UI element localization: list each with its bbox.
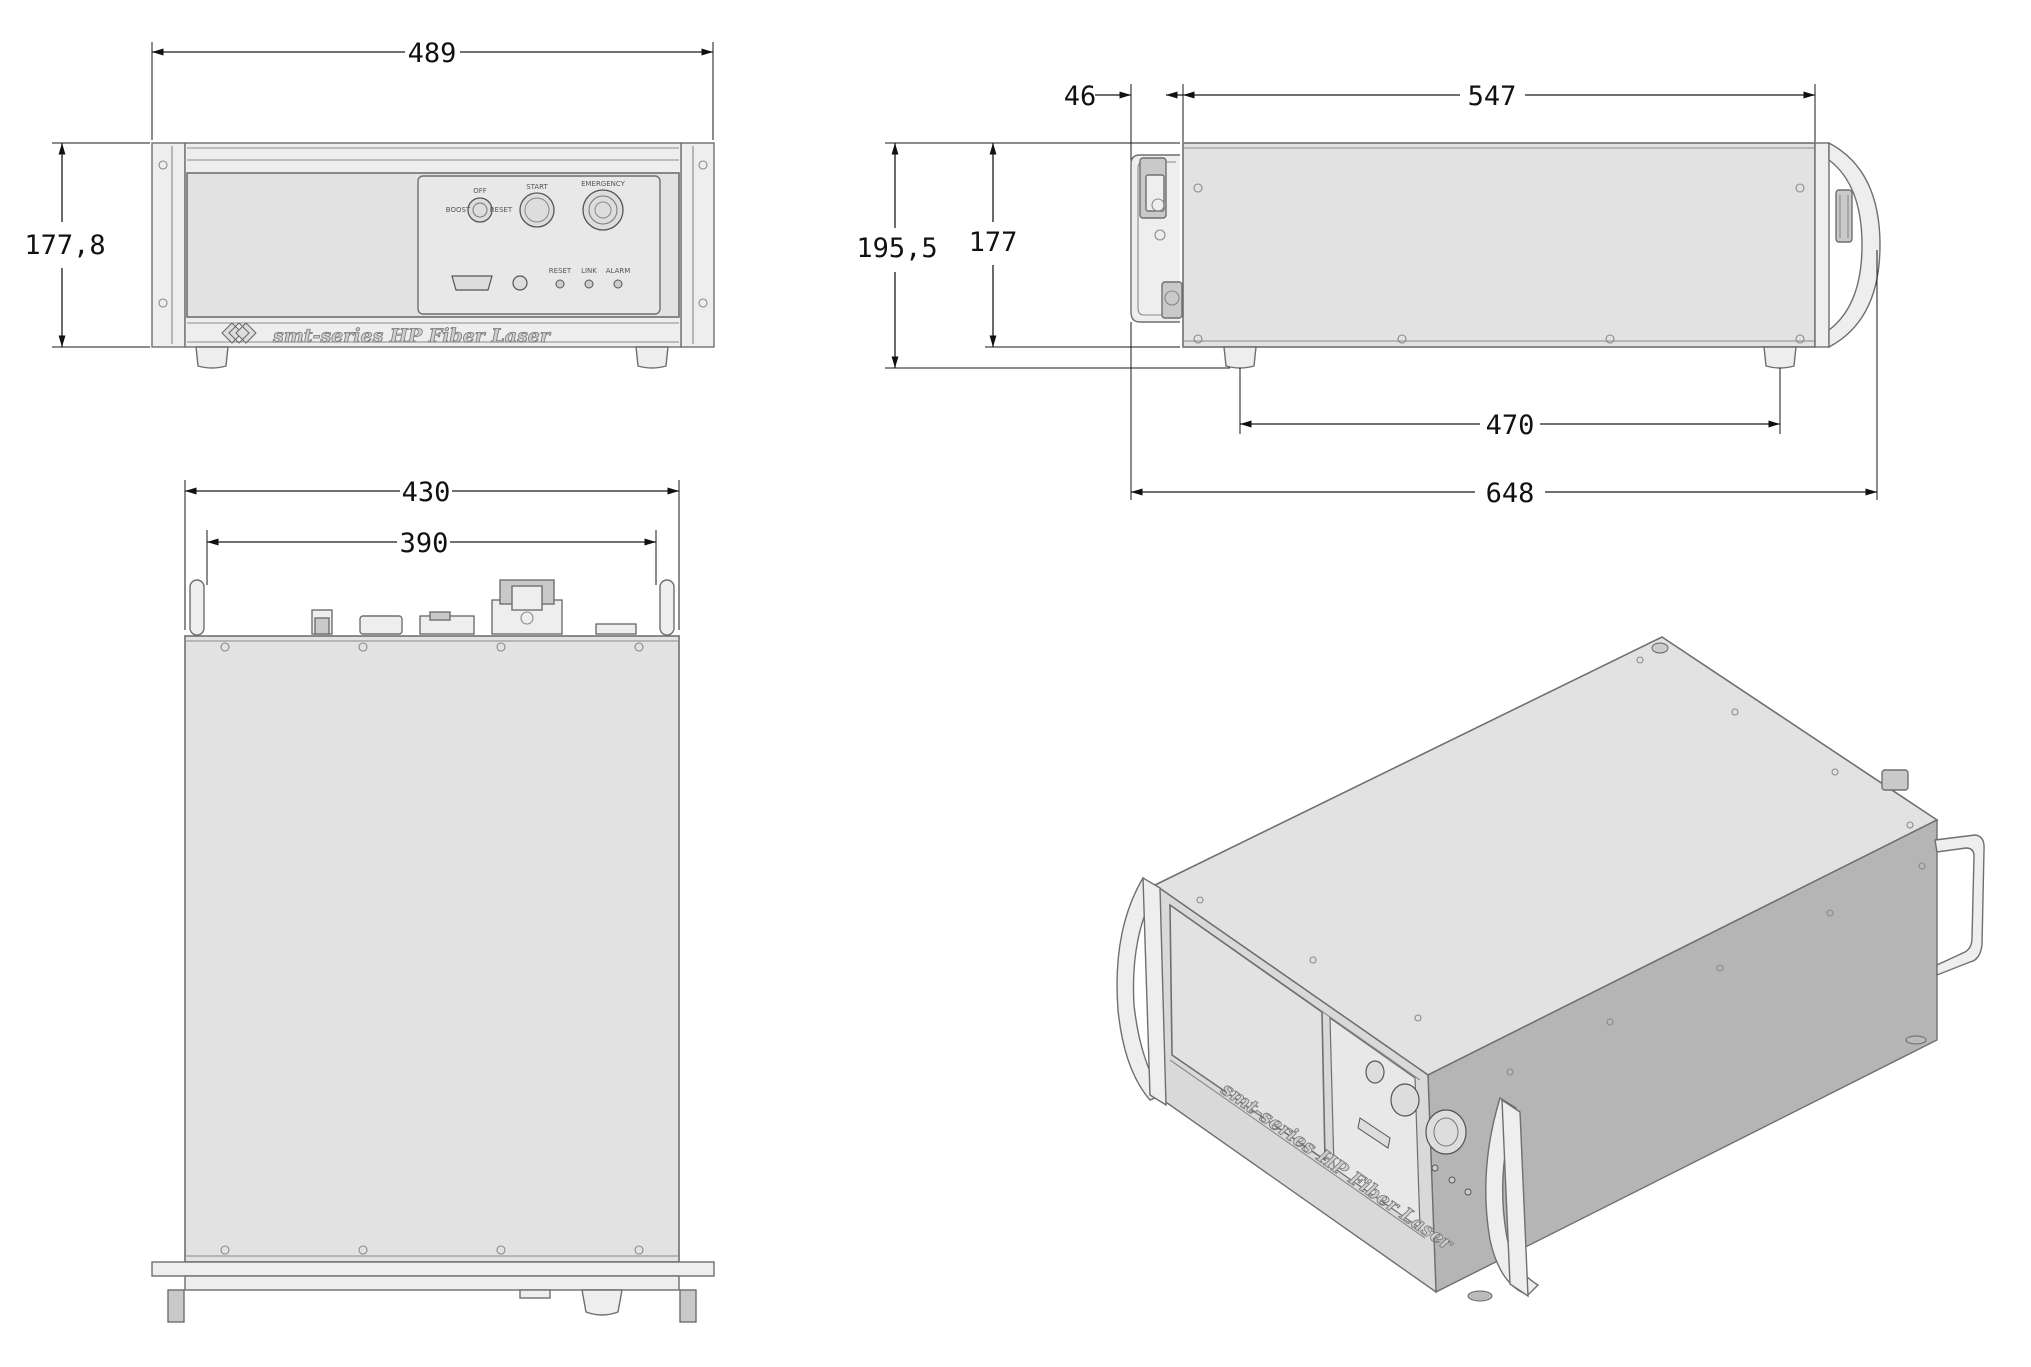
dim-feet-spacing: 470 (1486, 410, 1535, 441)
iso-control-panel (1329, 1016, 1421, 1230)
rear-post-left (189, 579, 205, 636)
dim-front-width: 489 (408, 38, 457, 69)
label-off: OFF (473, 187, 487, 195)
dim-overall-depth: 648 (1486, 478, 1535, 509)
key-switch (467, 197, 493, 223)
front-rack-handle (1814, 141, 1881, 349)
top-front-flange (151, 1261, 715, 1277)
dim-front-height: 177,8 (24, 230, 105, 261)
serial-port-icon (451, 275, 493, 291)
iso-start-button (1390, 1083, 1420, 1117)
label-reset: RESET (549, 267, 572, 275)
brand-text: smt-series HP Fiber Laser (272, 325, 552, 347)
label-reset-small: RESET (490, 206, 513, 214)
label-alarm: ALARM (606, 267, 631, 275)
dim-body-height: 177 (969, 227, 1018, 258)
dim-handle-depth: 46 (1064, 81, 1097, 112)
dim-body-depth: 547 (1468, 81, 1517, 112)
iso-rear-handle (1934, 834, 1985, 977)
label-start: START (526, 183, 548, 191)
iso-emergency-button (1425, 1109, 1467, 1155)
top-handle-right (679, 1289, 697, 1323)
rear-post-right (659, 579, 675, 636)
label-boost: BOOST (446, 206, 471, 214)
top-handle-left (167, 1289, 185, 1323)
iso-front-panel (1169, 903, 1326, 1162)
side-view: 46 547 195,5 177 (856, 81, 1881, 509)
rear-connectors (1130, 154, 1183, 323)
rear-connector-row (311, 579, 637, 635)
front-foot-left (195, 346, 229, 369)
brand-logo-icon (221, 322, 257, 344)
front-foot-right (635, 346, 669, 369)
iso-key-switch (1365, 1060, 1385, 1084)
left-rack-ear (151, 142, 186, 348)
label-emergency: EMERGENCY (581, 180, 626, 188)
label-link: LINK (581, 267, 597, 275)
dim-top-outer-width: 430 (402, 477, 451, 508)
iso-serial-port-icon (1357, 1117, 1391, 1149)
iso-rear-connector (1881, 769, 1909, 791)
iso-handle-right (1485, 1096, 1540, 1296)
link-led (584, 279, 594, 289)
dim-top-inner-width: 390 (400, 528, 449, 559)
side-foot-left (1223, 346, 1257, 369)
alarm-led (613, 279, 623, 289)
right-rack-ear (680, 142, 715, 348)
dim-overall-height: 195,5 (856, 233, 937, 264)
side-body (1182, 142, 1816, 348)
usb-port-icon (512, 275, 528, 291)
reset-led (555, 279, 565, 289)
side-foot-right (1763, 346, 1797, 369)
top-view: 430 390 (151, 477, 715, 1323)
top-body (184, 635, 680, 1263)
front-view: 489 177,8 OFF BOOST RESET START (24, 38, 715, 369)
isometric-view: smt-series HP Fiber Laser (1116, 636, 1985, 1302)
top-front-knob (581, 1289, 623, 1316)
